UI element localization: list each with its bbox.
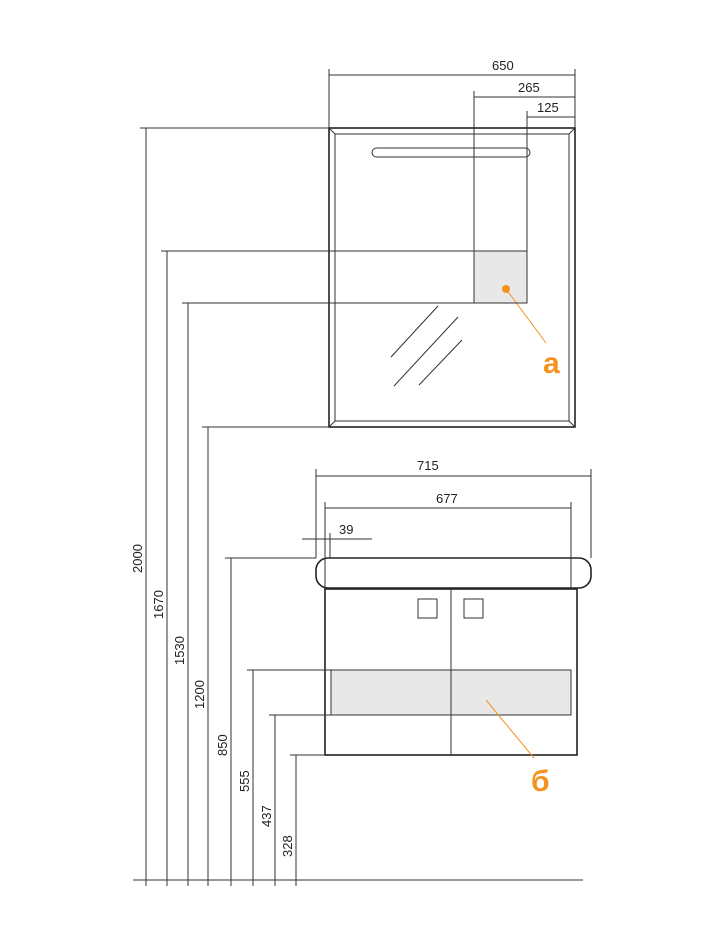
- mirror-inner-frame: [334, 133, 570, 422]
- mirror-reflection-line: [418, 339, 463, 386]
- dim-715: 715: [417, 458, 439, 473]
- dim-677: 677: [436, 491, 458, 506]
- mirror-reflection-line: [393, 316, 459, 387]
- dim-125: 125: [537, 100, 559, 115]
- mirror-outer-frame: [328, 127, 576, 428]
- dim-1670: 1670: [151, 590, 166, 619]
- callout-leader-b: [485, 699, 535, 759]
- door-handle-left: [417, 598, 438, 619]
- dim-39: 39: [339, 522, 353, 537]
- callout-label-a: а: [543, 347, 560, 380]
- dim-265: 265: [518, 80, 540, 95]
- vanity-cabinet: б: [315, 557, 592, 798]
- mirror-light-bar: [371, 147, 531, 158]
- door-handle-right: [463, 598, 484, 619]
- dim-2000: 2000: [130, 544, 145, 573]
- dim-437: 437: [259, 805, 274, 827]
- dim-850: 850: [215, 734, 230, 756]
- mirror-reflection-line: [390, 305, 439, 358]
- dim-650: 650: [492, 58, 514, 73]
- dim-555: 555: [237, 770, 252, 792]
- callout-label-b: б: [531, 765, 550, 798]
- height-dimensions: 2000 1670 1530 1200 850 555 437 328: [130, 127, 527, 886]
- cabinet-width-dimensions: 715 677 39: [302, 458, 592, 589]
- dim-1200: 1200: [192, 680, 207, 709]
- mirror-shelf-highlight: [473, 250, 528, 304]
- dim-328: 328: [280, 835, 295, 857]
- mirror-cabinet: а: [328, 127, 576, 428]
- washbasin-top: [315, 557, 592, 589]
- dim-1530: 1530: [172, 636, 187, 665]
- callout-leader-a: [505, 288, 547, 344]
- mirror-width-dimensions: 650 265 125: [328, 58, 576, 251]
